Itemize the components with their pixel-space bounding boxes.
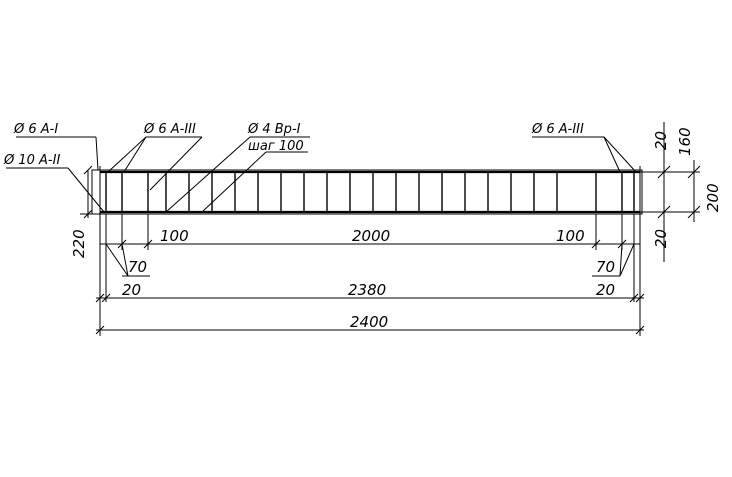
horizontal-dimension-lines bbox=[95, 214, 645, 336]
left-height-dimension bbox=[80, 165, 93, 219]
dim-offset-70-left: 70 bbox=[128, 258, 147, 276]
dim-end-20-right: 20 bbox=[596, 281, 615, 299]
callout-bar-10-a2: Ø 10 A-II bbox=[3, 153, 60, 168]
dim-end-100-left: 100 bbox=[160, 227, 189, 245]
callout-bar-6-a1: Ø 6 A-I bbox=[13, 122, 58, 137]
callout-step-100: шаг 100 bbox=[248, 139, 304, 154]
dim-end-100-right: 100 bbox=[556, 227, 585, 245]
dim-length-2380: 2380 bbox=[348, 281, 386, 299]
cage-outline bbox=[91, 166, 643, 218]
dim-overall-2400: 2400 bbox=[350, 313, 388, 331]
dim-cover-top-20: 20 bbox=[652, 131, 670, 150]
dim-core-160: 160 bbox=[676, 127, 694, 156]
dim-middle-2000: 2000 bbox=[352, 227, 390, 245]
dim-offset-70-right: 70 bbox=[596, 258, 615, 276]
callout-bar-6-a3-left: Ø 6 A-III bbox=[143, 122, 196, 137]
dim-height-220: 220 bbox=[70, 229, 88, 258]
callout-leaders bbox=[6, 136, 637, 213]
dim-height-200: 200 bbox=[704, 183, 722, 212]
dim-end-20-left: 20 bbox=[122, 281, 141, 299]
callout-bar-4-vr1: Ø 4 Bp-I bbox=[247, 122, 301, 137]
callout-bar-6-a3-right: Ø 6 A-III bbox=[531, 122, 584, 137]
cross-bars bbox=[105, 172, 635, 212]
vertical-dimension-lines bbox=[640, 122, 701, 262]
dim-cover-bottom-20: 20 bbox=[652, 229, 670, 248]
